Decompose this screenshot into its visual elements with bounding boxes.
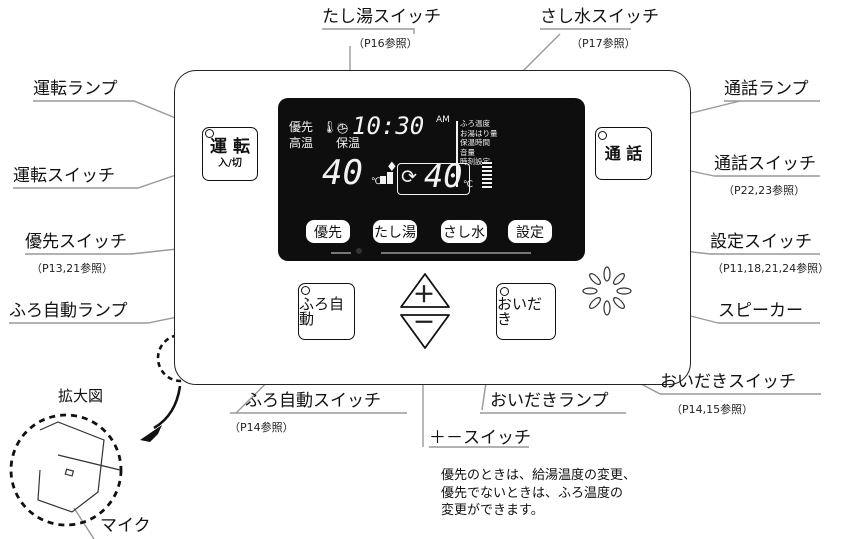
oidaki-ref: （P14,15参照）	[671, 403, 754, 416]
lcd-am: AM	[436, 115, 450, 125]
note-line: 優先のときは、給湯温度の変更、	[441, 468, 637, 483]
mic-label: マイク	[100, 516, 151, 536]
furo-temp-frame	[397, 163, 470, 195]
lcd-menu: ふろ温度 お湯はり量 保温時間 音量 時刻設定	[460, 120, 498, 166]
furo-ref: （P14参照）	[229, 421, 294, 434]
oidaki-switch-label: おいだきスイッチ	[660, 372, 796, 392]
note-line: 変更ができます。	[441, 503, 544, 519]
tsuwa-ref: （P22,23参照）	[723, 184, 806, 197]
flame-icon: ♦	[386, 160, 398, 175]
tsuwa-switch-label: 通話スイッチ	[714, 154, 816, 174]
clock-icon: ◷	[337, 121, 349, 136]
plus-minus-note: 優先のときは、給湯温度の変更、 優先でないときは、ふろ温度の 変更ができます。	[441, 467, 636, 520]
unten-switch-label: 運転スイッチ	[13, 166, 115, 186]
lcd-unit-1: ℃	[371, 177, 382, 187]
lcd-menu-item: お湯はり量	[460, 128, 498, 138]
sashimizu-ref: （P17参照）	[571, 37, 636, 50]
unten-lamp	[205, 129, 214, 138]
lcd-menu-item: 時刻設定	[460, 157, 490, 166]
tashiyu-button[interactable]: たし湯	[372, 219, 418, 244]
plus-minus-switch-label: ＋－スイッチ	[429, 428, 531, 448]
sashimizu-switch-label: さし水スイッチ	[540, 7, 659, 27]
note-line: 優先でないときは、ふろ温度の	[441, 485, 624, 501]
lcd-menu-item: 音量	[460, 147, 475, 157]
tashiyu-ref: （P16参照）	[353, 37, 418, 50]
lcd-kyuto-temp: 40	[322, 153, 363, 193]
sensor-mark	[331, 246, 531, 256]
circulation-icon: ⟳	[401, 166, 417, 188]
furo-lamp	[301, 286, 310, 295]
furo-lamp-label: ふろ自動ランプ	[9, 301, 128, 321]
tsuwa-lamp	[598, 131, 607, 140]
unten-sub-label: 入/切	[218, 158, 242, 169]
lcd-furo-temp: 40	[424, 157, 463, 195]
lcd-yusen-indicator: 優先	[289, 120, 314, 134]
level-bar	[380, 176, 386, 184]
speaker-label: スピーカー	[718, 301, 803, 321]
minus-button[interactable]: －	[413, 311, 436, 336]
yusen-ref: （P13,21参照）	[31, 262, 114, 275]
lcd-time: 10:30	[352, 112, 425, 140]
plus-minus-switch[interactable]	[397, 271, 453, 351]
oidaki-lamp	[500, 287, 509, 296]
tsuwa-lamp-label: 通話ランプ	[724, 79, 809, 99]
furo-switch-label: ふろ自動スイッチ	[245, 391, 381, 411]
furo-button[interactable]: ふろ自動	[298, 283, 355, 340]
settei-button[interactable]: 設定	[507, 219, 553, 244]
menu-divider	[456, 121, 458, 187]
yusen-button[interactable]: 優先	[305, 219, 351, 244]
sashimizu-button[interactable]: さし水	[440, 219, 488, 244]
lcd-menu-item: 保温時間	[460, 138, 490, 147]
thermometer-icon: 🌡	[322, 120, 338, 134]
lcd-koon-indicator: 高温	[289, 136, 314, 150]
tashiyu-switch-label: たし湯スイッチ	[322, 7, 441, 27]
lcd-unit-2: ℃	[463, 180, 474, 190]
plus-button[interactable]: ＋	[413, 283, 436, 308]
oidaki-button[interactable]: おいだき	[496, 283, 556, 340]
volume-meter	[482, 162, 492, 188]
settei-switch-label: 設定スイッチ	[710, 232, 812, 252]
unten-label: 運 転	[210, 137, 250, 157]
yusen-switch-label: 優先スイッチ	[25, 232, 127, 252]
settei-ref: （P11,18,21,24参照）	[712, 262, 830, 275]
oidaki-lamp-label: おいだきランプ	[490, 391, 609, 411]
speaker-icon	[582, 266, 632, 316]
level-bar	[387, 172, 393, 184]
lcd-hoon-indicator: 保温	[336, 136, 361, 150]
lcd-menu-item: ふろ温度	[460, 119, 490, 128]
tsuwa-button[interactable]: 通 話	[595, 127, 652, 180]
bath-icon: ♨	[336, 120, 346, 133]
kakudaizu-label: 拡大図	[58, 387, 104, 405]
unten-lamp-label: 運転ランプ	[33, 79, 118, 99]
